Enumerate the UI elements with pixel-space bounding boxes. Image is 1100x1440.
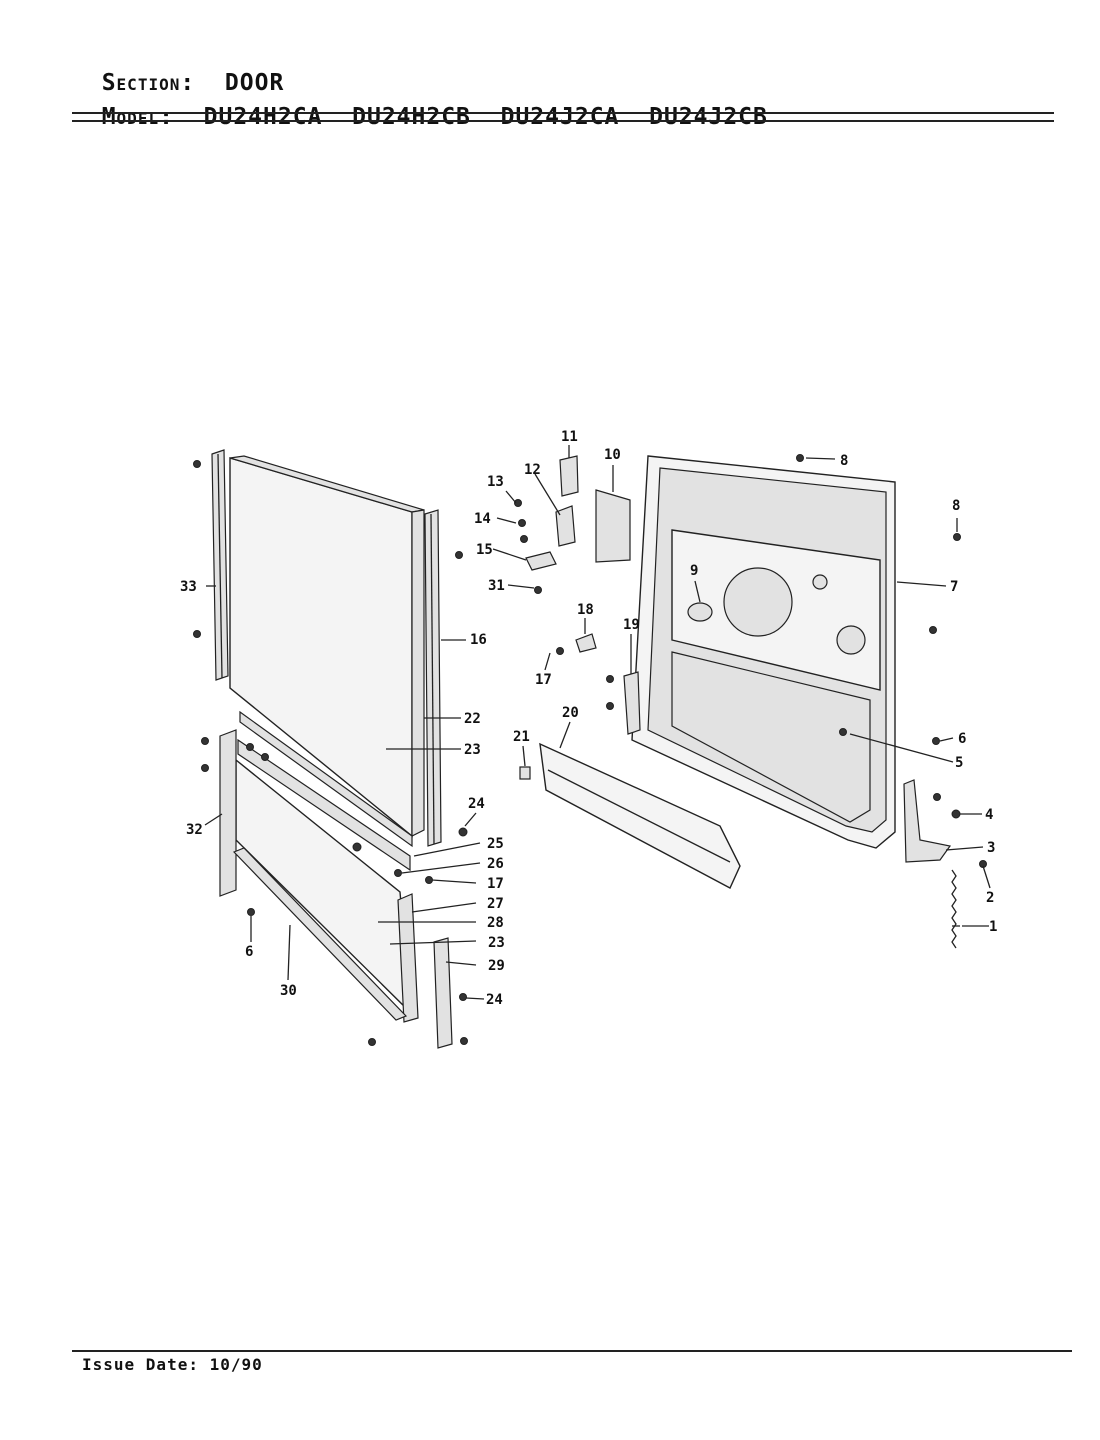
hinge-bracket-10 xyxy=(595,489,631,563)
callout-33: 33 xyxy=(180,579,197,595)
spring-1 xyxy=(951,869,957,949)
left-trim-strip-33 xyxy=(211,449,229,681)
callout-17: 17 xyxy=(487,876,504,892)
latch-12 xyxy=(555,505,576,547)
model-number: DU24J2CA xyxy=(500,104,620,130)
section-value: DOOR xyxy=(224,70,285,96)
callout-17: 17 xyxy=(535,672,552,688)
callout-26: 26 xyxy=(487,856,504,872)
leader-lines xyxy=(204,445,991,1000)
inner-door-liner xyxy=(631,455,896,849)
header-rule-bottom xyxy=(72,120,1054,122)
callout-labels: 1 2 3 4 5 6 6 7 8 8 9 10 11 12 13 14 15 … xyxy=(180,429,997,1008)
footer-rule xyxy=(72,1350,1072,1352)
callout-22: 22 xyxy=(464,711,481,727)
bottom-trim-20 xyxy=(539,742,741,889)
section-label: Section: xyxy=(101,70,196,96)
bracket-19 xyxy=(623,671,641,735)
clip-21 xyxy=(519,766,531,780)
callout-6: 6 xyxy=(958,731,966,747)
callout-18: 18 xyxy=(577,602,594,618)
callout-28: 28 xyxy=(487,915,504,931)
lower-panel-assembly xyxy=(219,710,453,1049)
callout-2: 2 xyxy=(986,890,994,906)
callout-31: 31 xyxy=(488,578,505,594)
callout-32: 32 xyxy=(186,822,203,838)
hinge-arm-3 xyxy=(903,779,952,863)
section-line: Section: DOOR xyxy=(72,44,284,96)
callout-12: 12 xyxy=(524,462,541,478)
right-trim-strip-16 xyxy=(424,509,442,847)
callout-23: 23 xyxy=(464,742,481,758)
callout-4: 4 xyxy=(985,807,993,823)
callout-13: 13 xyxy=(487,474,504,490)
callout-27: 27 xyxy=(487,896,504,912)
callout-24: 24 xyxy=(486,992,503,1008)
callout-6: 6 xyxy=(245,944,253,960)
callout-5: 5 xyxy=(955,755,963,771)
callout-7: 7 xyxy=(950,579,958,595)
screw-icons-left xyxy=(193,460,468,1046)
model-line: Model: DU24H2CA DU24H2CB DU24J2CA DU24J2… xyxy=(72,78,768,130)
screw-icons-right xyxy=(514,454,987,868)
callout-9: 9 xyxy=(690,563,698,579)
hinge-11 xyxy=(559,455,579,497)
callout-11: 11 xyxy=(561,429,578,445)
callout-23: 23 xyxy=(488,935,505,951)
callout-1: 1 xyxy=(989,919,997,935)
issue-date: Issue Date: 10/90 xyxy=(82,1355,263,1374)
callout-19: 19 xyxy=(623,617,640,633)
header-rule-top xyxy=(72,112,1054,114)
callout-21: 21 xyxy=(513,729,530,745)
callout-16: 16 xyxy=(470,632,487,648)
callout-10: 10 xyxy=(604,447,621,463)
model-number: DU24H2CB xyxy=(352,104,471,130)
model-number: DU24H2CA xyxy=(203,104,323,130)
model-label: Model: xyxy=(101,104,174,130)
callout-14: 14 xyxy=(474,511,491,527)
outer-door-panel xyxy=(229,455,425,838)
model-number: DU24J2CB xyxy=(649,104,768,130)
callout-3: 3 xyxy=(987,840,995,856)
callout-24: 24 xyxy=(468,796,485,812)
callout-8: 8 xyxy=(840,453,848,469)
callout-20: 20 xyxy=(562,705,579,721)
callout-29: 29 xyxy=(488,958,505,974)
callout-25: 25 xyxy=(487,836,504,852)
callout-30: 30 xyxy=(280,983,297,999)
callout-8: 8 xyxy=(952,498,960,514)
callout-15: 15 xyxy=(476,542,493,558)
